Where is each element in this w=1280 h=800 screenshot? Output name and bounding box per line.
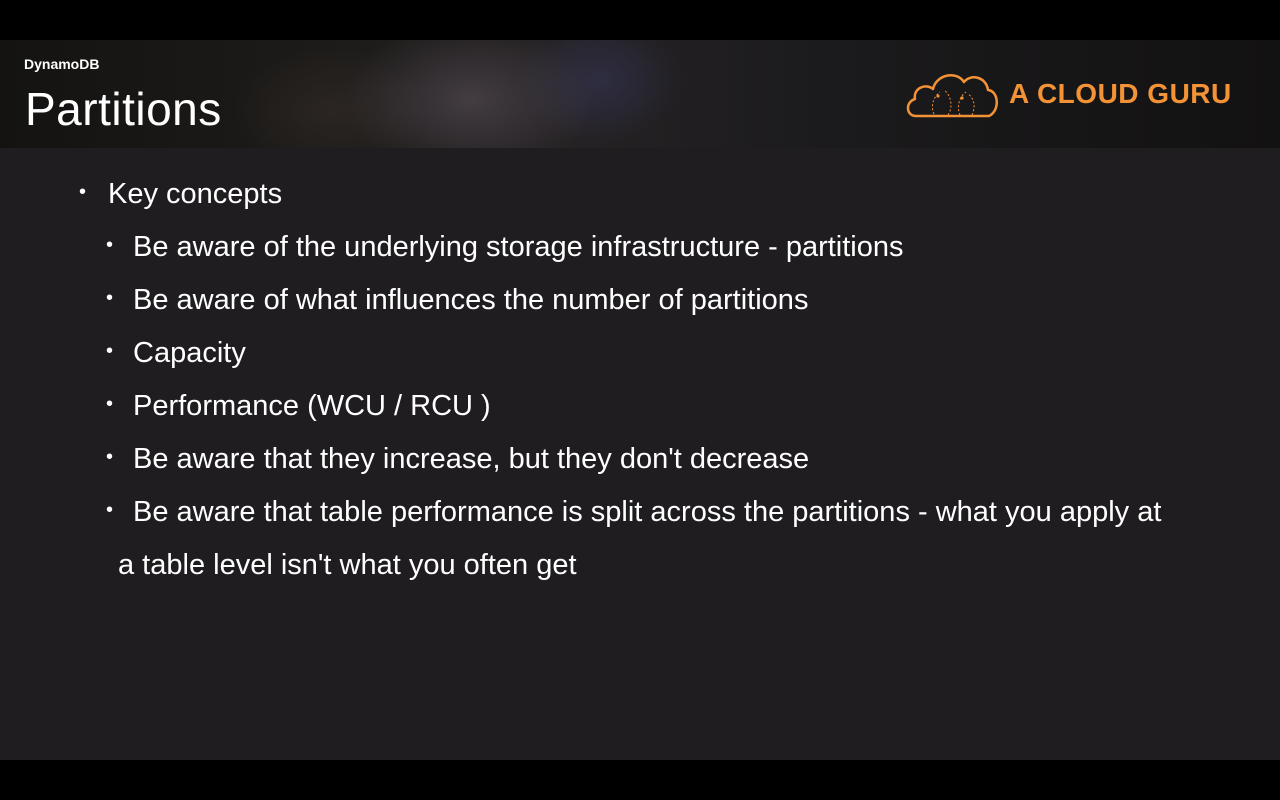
sub-bullet-dot: • <box>106 446 114 468</box>
sub-bullet-influences: Be aware of what influences the number o… <box>133 284 809 316</box>
brand-logo: A CLOUD GURU <box>904 66 1254 122</box>
sub-bullet-dot: • <box>106 287 114 309</box>
letterbox-bottom <box>0 760 1280 800</box>
slide-header: DynamoDB Partitions A CLOUD GURU <box>0 40 1280 148</box>
sub-bullet-performance: Performance (WCU / RCU ) <box>133 390 491 422</box>
bullet-dot: • <box>79 181 87 203</box>
sub-bullet-split-continuation: a table level isn't what you often get <box>118 549 577 581</box>
sub-bullet-increase: Be aware that they increase, but they do… <box>133 443 810 475</box>
brand-name: A CLOUD GURU <box>1009 78 1232 109</box>
section-label: DynamoDB <box>24 56 100 72</box>
slide: DynamoDB Partitions A CLOUD GURU • Key c… <box>0 40 1280 760</box>
bullet-key-concepts: Key concepts <box>108 178 283 210</box>
slide-content: • Key concepts • Be aware of the underly… <box>0 148 1280 760</box>
sub-bullet-dot: • <box>106 340 114 362</box>
sub-bullet-dot: • <box>106 393 114 415</box>
cloud-logo-icon <box>906 74 998 118</box>
sub-bullet-storage: Be aware of the underlying storage infra… <box>133 231 904 263</box>
sub-bullet-capacity: Capacity <box>133 337 246 369</box>
sub-bullet-dot: • <box>106 499 114 521</box>
page-title: Partitions <box>25 83 222 135</box>
sub-bullet-dot: • <box>106 234 114 256</box>
letterbox-top <box>0 0 1280 40</box>
sub-bullet-split: Be aware that table performance is split… <box>133 496 1162 528</box>
